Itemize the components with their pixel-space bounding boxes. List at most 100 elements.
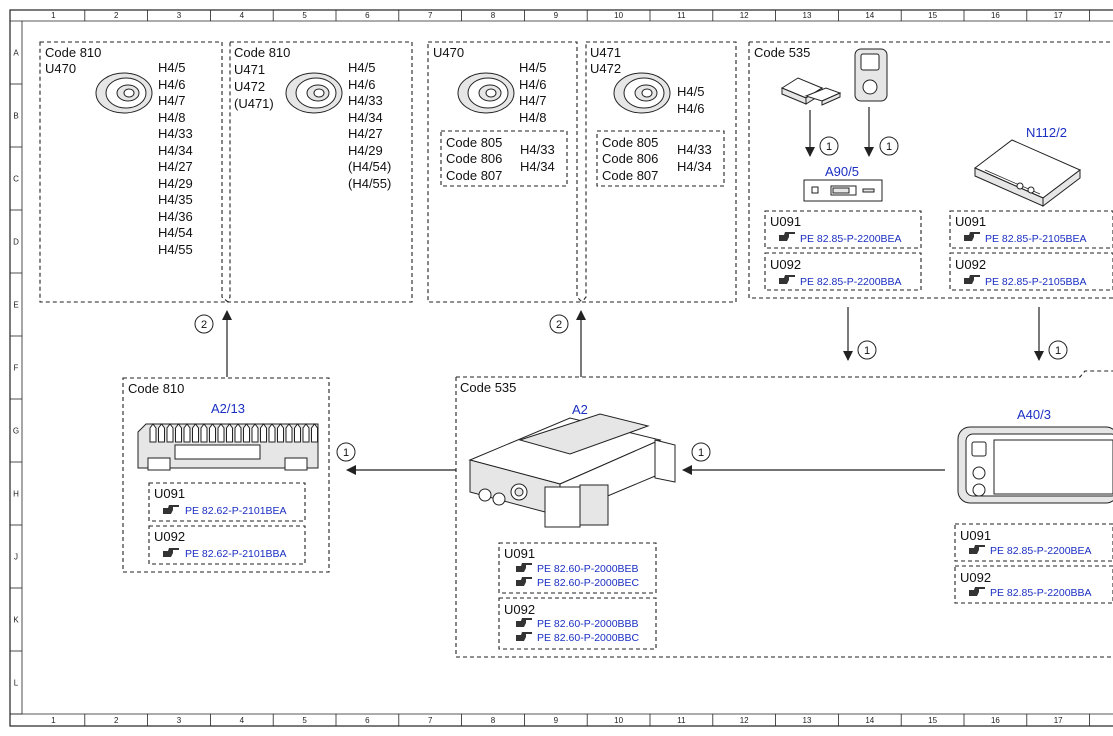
callout-label: 1 bbox=[886, 141, 892, 153]
amplifier-fin bbox=[302, 423, 310, 443]
group1-item: H4/34 bbox=[158, 143, 193, 158]
grid-column-label: 15 bbox=[928, 716, 937, 725]
hand-pointer-icon bbox=[516, 632, 532, 641]
connector-arrows: 1 1 2 2 1 1 bbox=[194, 307, 1068, 475]
a90-ref-model: U091 bbox=[770, 214, 801, 229]
speaker-icon bbox=[285, 72, 343, 114]
hand-pointer-icon bbox=[516, 618, 532, 627]
grid-column-label: 5 bbox=[302, 11, 307, 20]
hand-pointer-icon bbox=[163, 548, 179, 557]
amplifier-fin bbox=[243, 423, 250, 443]
display-ref-link[interactable]: PE 82.85-P-2200BBA bbox=[990, 587, 1092, 599]
amplifier-icon bbox=[137, 423, 319, 471]
group1-item: H4/6 bbox=[158, 77, 185, 92]
group4-variant: U471 bbox=[590, 45, 621, 60]
grid-column-label: 13 bbox=[803, 11, 812, 20]
grid-row-label: C bbox=[13, 175, 19, 184]
amplifier-code: Code 810 bbox=[128, 381, 184, 396]
group1-item: H4/36 bbox=[158, 209, 193, 224]
group2-code: Code 810 bbox=[234, 45, 290, 60]
group2-item: H4/34 bbox=[348, 110, 383, 125]
group4-code: Code 807 bbox=[602, 168, 658, 183]
grid-row-label: J bbox=[14, 553, 18, 562]
callout-label: 1 bbox=[864, 345, 870, 357]
group2-item: H4/5 bbox=[348, 60, 375, 75]
a90-ref-link[interactable]: PE 82.85-P-2200BBA bbox=[800, 276, 902, 288]
group1-item: H4/29 bbox=[158, 176, 193, 191]
grid-frame: 1122334455667788991010111112121313141415… bbox=[9, 9, 1113, 727]
grid-row-label: A bbox=[13, 49, 19, 58]
grid-row-label: K bbox=[13, 616, 19, 625]
hand-pointer-icon bbox=[964, 275, 980, 284]
callout-label: 1 bbox=[698, 447, 704, 459]
hand-pointer-icon bbox=[969, 545, 985, 554]
n112-ref-link[interactable]: PE 82.85-P-2105BBA bbox=[985, 276, 1087, 288]
speaker-icon bbox=[457, 72, 515, 114]
amplifier-fin bbox=[260, 423, 267, 443]
display-ref-model: U091 bbox=[960, 528, 991, 543]
grid-column-label: 3 bbox=[177, 716, 182, 725]
callout-label: 1 bbox=[1055, 345, 1061, 357]
hu-ref-link[interactable]: PE 82.60-P-2000BEB bbox=[537, 563, 639, 575]
amplifier-fin bbox=[277, 423, 284, 443]
grid-column-label: 14 bbox=[865, 716, 874, 725]
group2-item: H4/29 bbox=[348, 143, 383, 158]
hu-ref-model: U091 bbox=[504, 546, 535, 561]
amplifier-fin bbox=[311, 423, 318, 443]
hu-ref-link[interactable]: PE 82.60-P-2000BEC bbox=[537, 577, 640, 589]
group4-code-item: H4/34 bbox=[677, 159, 712, 174]
hu-ref-link[interactable]: PE 82.60-P-2000BBC bbox=[537, 632, 640, 644]
grid-column-label: 7 bbox=[428, 11, 433, 20]
grid-column-label: 4 bbox=[240, 716, 245, 725]
grid-column-label: 16 bbox=[991, 11, 1000, 20]
grid-column-label: 6 bbox=[365, 716, 370, 725]
group3-item: H4/6 bbox=[519, 77, 546, 92]
group1-code: Code 810 bbox=[45, 45, 101, 60]
amp-ref-link[interactable]: PE 82.62-P-2101BEA bbox=[185, 505, 287, 517]
speaker-icon bbox=[613, 72, 671, 114]
head-unit-module: Code 535 A2 U091 PE 82.60-P-2000BEB PE 8… bbox=[455, 370, 1113, 658]
grid-column-label: 14 bbox=[865, 11, 874, 20]
grid-row-label: B bbox=[13, 112, 18, 121]
group1-item: H4/35 bbox=[158, 192, 193, 207]
module535-code: Code 535 bbox=[754, 45, 810, 60]
hu-ref-link[interactable]: PE 82.60-P-2000BBB bbox=[537, 618, 639, 630]
grid-column-label: 6 bbox=[365, 11, 370, 20]
speaker-group-4: U471 U472 H4/5 H4/6 Code 805 Code 806 Co… bbox=[580, 41, 737, 303]
grid-row-label: H bbox=[13, 490, 19, 499]
group3-code-item: H4/34 bbox=[520, 159, 555, 174]
grid-row-label: F bbox=[14, 364, 19, 373]
a90-ref-link[interactable]: PE 82.85-P-2200BEA bbox=[800, 233, 902, 245]
amplifier-fin bbox=[200, 423, 208, 443]
group2-item: (H4/55) bbox=[348, 176, 391, 191]
group1-item: H4/33 bbox=[158, 126, 193, 141]
usb-stick-icon bbox=[780, 77, 842, 106]
group1-item: H4/55 bbox=[158, 242, 193, 257]
grid-column-label: 3 bbox=[177, 11, 182, 20]
group1-item: H4/27 bbox=[158, 159, 193, 174]
grid-column-label: 11 bbox=[677, 716, 686, 725]
grid-column-label: 8 bbox=[491, 11, 496, 20]
amp-ref-link[interactable]: PE 82.62-P-2101BBA bbox=[185, 548, 287, 560]
n112-ref-link[interactable]: PE 82.85-P-2105BEA bbox=[985, 233, 1087, 245]
group3-code: Code 806 bbox=[446, 151, 502, 166]
amplifier-fin bbox=[226, 423, 233, 443]
grid-column-label: 9 bbox=[554, 716, 559, 725]
hu-ref-model: U092 bbox=[504, 602, 535, 617]
display-ref-link[interactable]: PE 82.85-P-2200BEA bbox=[990, 545, 1092, 557]
amplifier-fin bbox=[183, 423, 191, 443]
amplifier-fin bbox=[175, 423, 182, 443]
group4-code-item: H4/33 bbox=[677, 142, 712, 157]
grid-row-label: L bbox=[14, 679, 19, 688]
grid-column-label: 10 bbox=[614, 11, 623, 20]
amp-ref-model: U091 bbox=[154, 486, 185, 501]
a90-label: A90/5 bbox=[825, 164, 859, 179]
grid-column-label: 12 bbox=[740, 11, 749, 20]
group2-item: (H4/54) bbox=[348, 159, 391, 174]
grid-column-label: 17 bbox=[1054, 716, 1063, 725]
group2-variant: U471 bbox=[234, 62, 265, 77]
callout-1 bbox=[819, 136, 839, 156]
group3-item: H4/8 bbox=[519, 110, 546, 125]
head-unit-label: A2 bbox=[572, 402, 588, 417]
